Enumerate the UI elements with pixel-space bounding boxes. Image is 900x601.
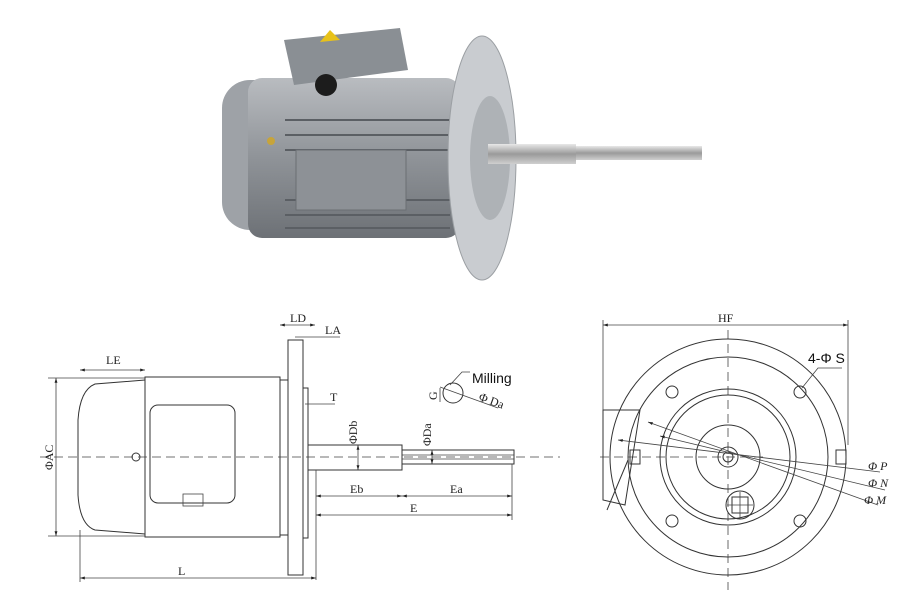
label-p: Φ P [868,459,888,473]
fan-cover [77,379,146,535]
label-ld: LD [290,311,306,325]
earth-screw [267,137,275,145]
label-ac: ΦAC [42,445,56,470]
photo-shaft-small [576,146,702,160]
drain-vent [725,490,755,520]
dim-m [647,421,879,506]
label-n: Φ N [868,476,889,490]
label-t: T [330,390,338,404]
label-milling: Milling [472,370,512,386]
dim-p [617,439,881,473]
spigot [659,388,797,526]
label-da: ΦDa [420,423,434,446]
nameplate-area [295,149,407,211]
motor-photo [222,28,702,281]
key-slot [629,449,641,465]
milling-detail: Milling G Φ Da [426,370,512,412]
label-m: Φ M [864,493,887,507]
side-earth-screw [131,452,141,462]
label-le: LE [106,353,121,367]
cable-gland [315,74,337,96]
label-g: G [426,391,440,400]
label-eb: Eb [350,482,363,496]
label-l: L [178,564,185,578]
photo-shaft-large [488,144,576,164]
label-milling-da: Φ Da [477,390,507,412]
terminal-plate [182,493,204,507]
label-e: E [410,501,417,515]
body-ring [279,379,289,536]
label-hf: HF [718,311,734,325]
label-ea: Ea [450,482,463,496]
bolt-hole [793,514,807,528]
label-la: LA [325,323,341,337]
front-view: HF 4-Φ S Φ P Φ N Φ M [600,311,889,590]
terminal-box [284,28,408,85]
bolt-circle [627,356,829,558]
shaft-db [307,444,403,471]
side-flange [287,339,304,576]
key-slot [835,449,847,465]
bolt-hole [793,385,807,399]
flange-spigot [302,387,309,539]
label-db: ΦDb [346,421,360,444]
shaft-end [717,446,739,468]
terminal-box-outline [149,404,236,504]
terminal-box-side [602,409,641,506]
dim-n [659,435,886,491]
leader-s [801,367,842,389]
bolt-hole [665,514,679,528]
label-s: 4-Φ S [808,350,845,366]
side-view: LE LD LA T ΦDb ΦDa ΦAC Eb Ea E L Milling… [40,311,560,582]
bolt-hole [665,385,679,399]
warning-label [320,30,340,42]
shaft-da [401,449,515,465]
